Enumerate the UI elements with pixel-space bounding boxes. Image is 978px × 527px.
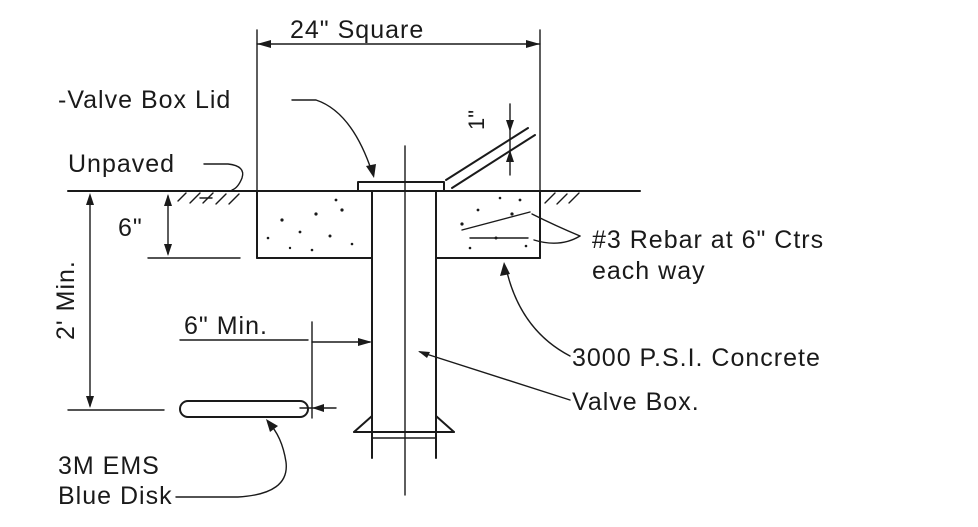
ems-disk xyxy=(179,400,309,418)
earth-hatch-right xyxy=(544,192,580,205)
width-dimension-label: 24" Square xyxy=(290,16,424,44)
rebar-callout: #3 Rebar at 6" Ctrs each way xyxy=(531,213,824,285)
disk-label-line2: Blue Disk xyxy=(58,482,173,510)
width-dimension: 24" Square xyxy=(256,16,541,192)
valve-box-lid-label: -Valve Box Lid xyxy=(58,86,231,114)
concrete-label: 3000 P.S.I. Concrete xyxy=(572,344,821,372)
earth-hatch-left xyxy=(177,192,240,205)
valve-box-callout: Valve Box. xyxy=(418,351,700,416)
rebar xyxy=(461,211,531,239)
slab-depth-dimension: 6" xyxy=(118,194,241,259)
concrete-aggregate xyxy=(266,196,528,252)
sloped-pipe xyxy=(445,127,536,189)
offset-dimension: 6" Min. xyxy=(179,312,372,419)
valve-box xyxy=(353,190,455,459)
concrete-slab xyxy=(256,190,541,259)
disk-callout: 3M EMS Blue Disk xyxy=(58,419,287,510)
pipe-dimension: 1" xyxy=(464,103,514,176)
offset-label: 6" Min. xyxy=(184,312,268,340)
concrete-callout: 3000 P.S.I. Concrete xyxy=(500,262,821,372)
unpaved-label: Unpaved xyxy=(68,150,175,178)
cover-depth-label: 2' Min. xyxy=(52,260,80,340)
rebar-label-line1: #3 Rebar at 6" Ctrs xyxy=(592,226,824,254)
unpaved-callout: Unpaved xyxy=(68,150,244,191)
rebar-label-line2: each way xyxy=(592,257,706,285)
cover-depth-dimension: 2' Min. xyxy=(52,193,165,411)
disk-label-line1: 3M EMS xyxy=(58,452,160,480)
valve-box-label: Valve Box. xyxy=(572,388,700,416)
lid-callout: -Valve Box Lid xyxy=(58,86,376,178)
valve-box-lid xyxy=(357,181,445,192)
pipe-dimension-label: 1" xyxy=(464,110,489,130)
slab-depth-label: 6" xyxy=(118,214,143,242)
